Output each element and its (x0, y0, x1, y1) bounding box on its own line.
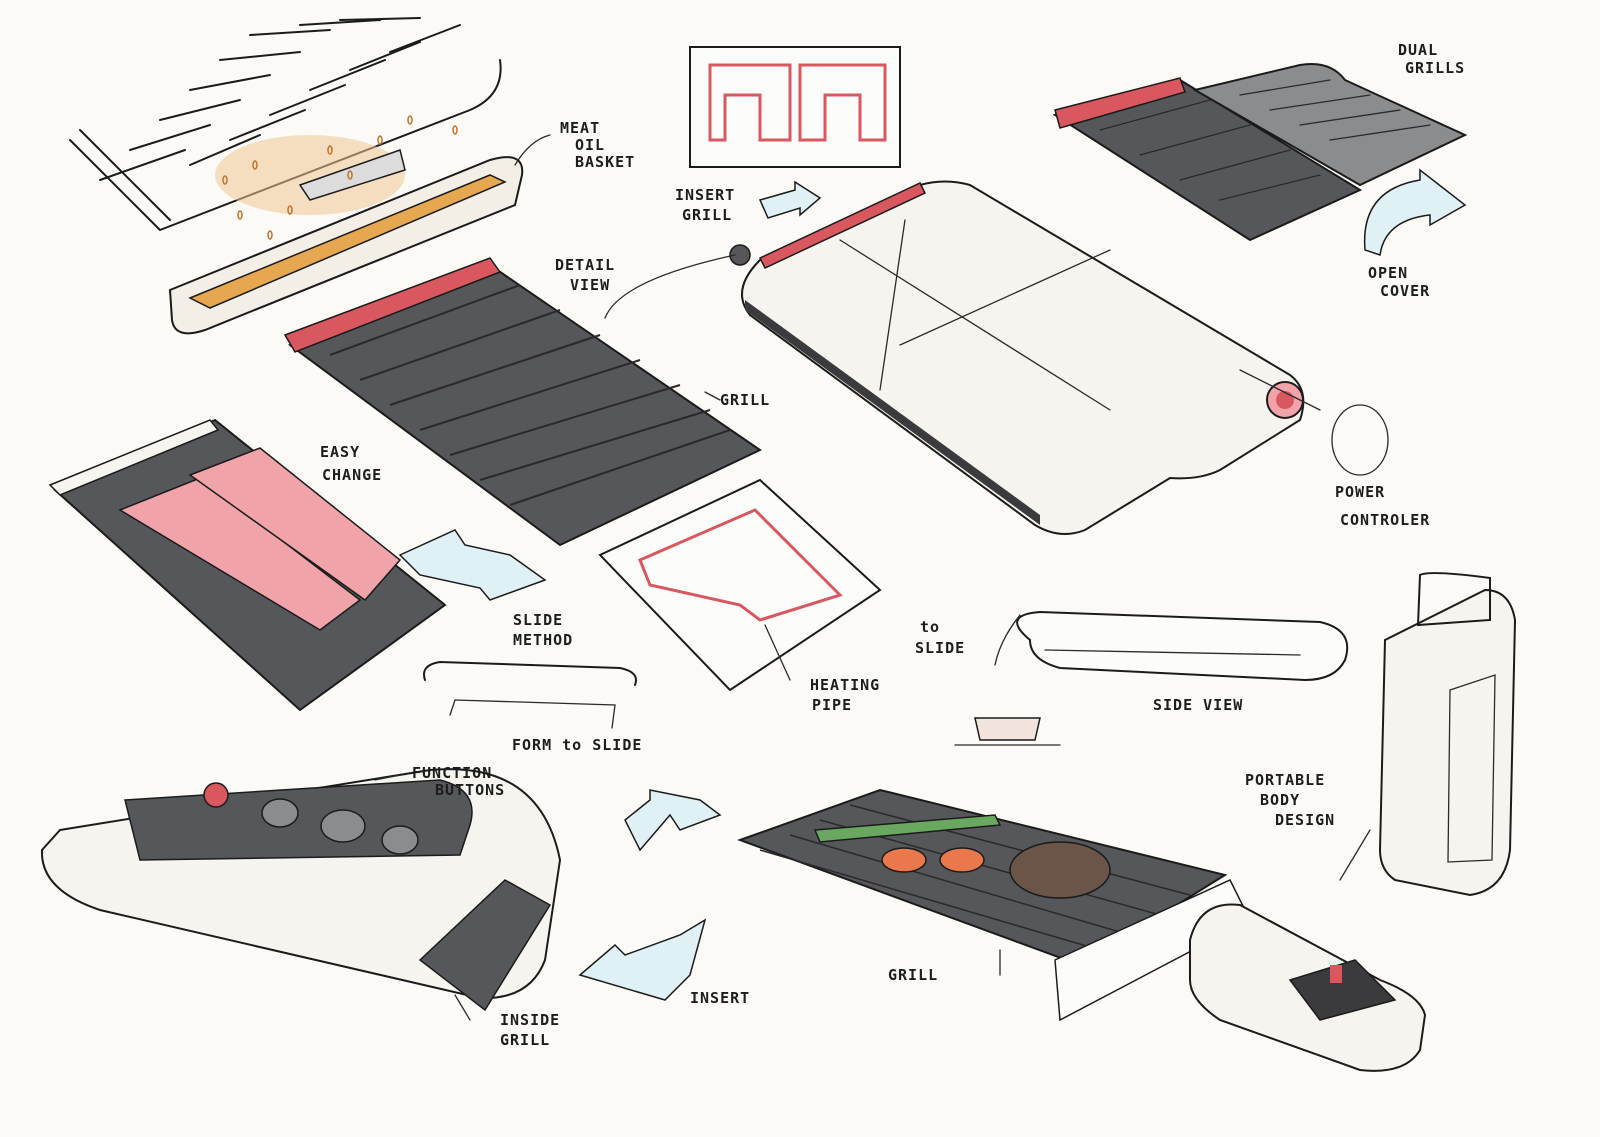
heating-tray (48, 418, 447, 712)
label-side-view: SIDE VIEW (1153, 696, 1243, 714)
label-design: DESIGN (1275, 811, 1335, 829)
middle-button[interactable] (320, 809, 366, 843)
label-grill-bottom: GRILL (888, 966, 938, 984)
label-insert-bottom: INSERT (690, 989, 750, 1007)
form-to-slide-profile (423, 661, 637, 686)
label-basket: BASKET (575, 153, 635, 171)
grill-base-unit (40, 768, 562, 1012)
label-function: FUNCTION (412, 764, 492, 782)
oil-basket (168, 156, 524, 335)
label-buttons: BUTTONS (435, 781, 505, 799)
grill-with-food (737, 788, 1251, 1022)
grill-plate (283, 257, 762, 547)
label-to: to (920, 618, 940, 636)
labels: MEAT OIL BASKET INSERT GRILL DUAL GRILLS… (320, 41, 1465, 1049)
label-controler: CONTROLER (1340, 511, 1430, 529)
insert-arrow-down (578, 918, 707, 1001)
heating-frame-top (689, 46, 901, 168)
label-grills: GRILLS (1405, 59, 1465, 77)
label-slide-2: SLIDE (915, 639, 965, 657)
grill-bars-sketch (69, 17, 502, 240)
label-method: METHOD (513, 631, 573, 649)
label-slide: SLIDE (513, 611, 563, 629)
label-insert-1: INSERT (675, 186, 735, 204)
form-to-slide-arrow (449, 699, 616, 729)
label-inside-grill: GRILL (500, 1031, 550, 1049)
dual-grills-open (1052, 63, 1468, 242)
label-pipe: PIPE (812, 696, 852, 714)
label-power: POWER (1335, 483, 1385, 501)
label-cover: COVER (1380, 282, 1430, 300)
label-detail: DETAIL (555, 256, 615, 274)
label-view: VIEW (570, 276, 610, 294)
minus-button[interactable] (261, 798, 299, 828)
label-body: BODY (1260, 791, 1300, 809)
label-oil: OIL (575, 136, 605, 154)
grill-body-main (729, 180, 1389, 535)
label-grill-1: GRILL (682, 206, 732, 224)
label-inside: INSIDE (500, 1011, 560, 1029)
plus-button[interactable] (381, 825, 419, 855)
portable-body (1378, 572, 1517, 897)
label-form-to-slide: FORM to SLIDE (512, 736, 642, 754)
power-button[interactable] (203, 782, 229, 808)
insert-arrow-up (624, 789, 722, 852)
insert-grill-arrow (758, 180, 822, 219)
label-heating: HEATING (810, 676, 880, 694)
label-open: OPEN (1368, 264, 1408, 282)
label-easy: EASY (320, 443, 360, 461)
label-portable: PORTABLE (1245, 771, 1325, 789)
open-cover-arrow (1363, 168, 1467, 256)
slide-method-arrow (398, 529, 547, 601)
side-view (954, 610, 1349, 746)
label-grill-mid: GRILL (720, 391, 770, 409)
label-dual: DUAL (1398, 41, 1438, 59)
heating-pipe-frame (598, 478, 882, 692)
label-change: CHANGE (322, 466, 382, 484)
label-meat: MEAT (560, 119, 600, 137)
portable-base (1189, 903, 1427, 1072)
